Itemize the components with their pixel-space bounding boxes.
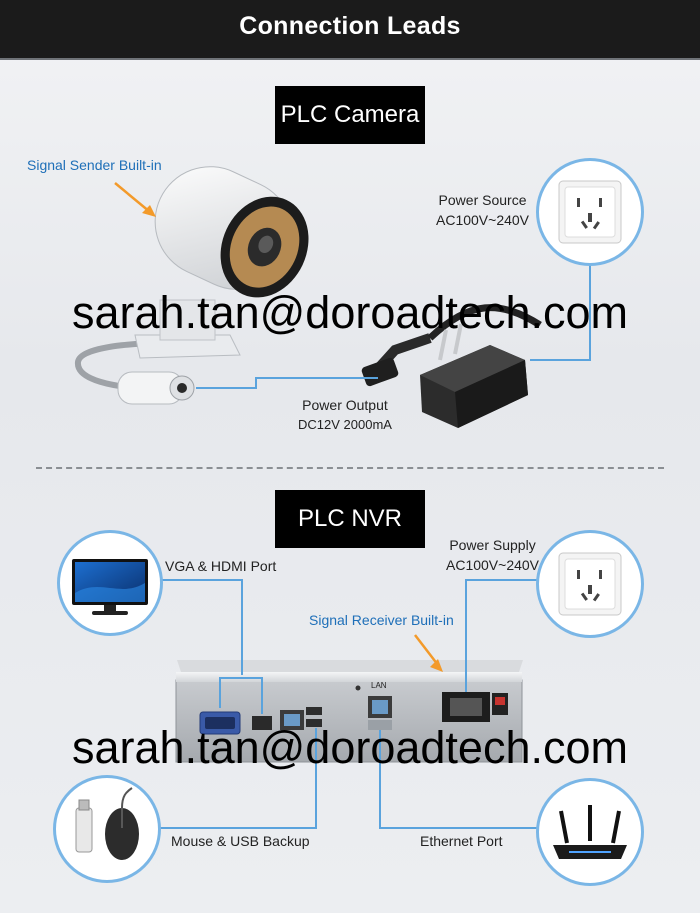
camera-connector-icon (117, 371, 195, 405)
nvr-power-outlet-icon (558, 552, 622, 616)
vga-hdmi-caption: VGA & HDMI Port (165, 558, 277, 574)
nvr-power-outlet-circle (536, 530, 644, 638)
power-output-caption: Power Output DC12V 2000mA (298, 395, 392, 435)
monitor-circle (57, 530, 163, 636)
mouse-usb-circle (53, 775, 161, 883)
power-supply-caption: Power Supply AC100V~240V (446, 535, 539, 575)
watermark-top: sarah.tan@doroadtech.com (72, 287, 628, 338)
vga-hdmi-branch-line (219, 677, 263, 714)
power-supply-voltage: AC100V~240V (446, 557, 540, 573)
ethernet-caption: Ethernet Port (420, 833, 503, 849)
power-source-caption: Power Source AC100V~240V (436, 190, 529, 230)
camera-output-line (196, 377, 378, 389)
power-output-rating: DC12V 2000mA (298, 417, 392, 432)
page-title: Connection Leads (239, 12, 461, 40)
camera-icon (154, 166, 309, 298)
power-output-title: Power Output (302, 397, 388, 413)
ethernet-line (379, 730, 540, 829)
router-circle (536, 778, 644, 886)
plc-nvr-label: PLC NVR (275, 490, 425, 548)
signal-sender-caption: Signal Sender Built-in (27, 157, 162, 173)
mouse-usb-caption: Mouse & USB Backup (171, 833, 310, 849)
lan-port-label: LAN (371, 681, 387, 690)
power-source-title: Power Source (438, 192, 527, 208)
usb-line (160, 728, 317, 829)
watermark-bottom: sarah.tan@doroadtech.com (72, 722, 628, 773)
camera-mount-icon (134, 299, 241, 359)
power-source-voltage: AC100V~240V (436, 212, 530, 228)
signal-sender-arrow-icon (114, 182, 151, 213)
power-supply-line (465, 579, 540, 692)
section-divider (36, 467, 664, 469)
vga-hdmi-line (160, 579, 243, 675)
camera-power-line (530, 252, 591, 361)
power-supply-title: Power Supply (449, 537, 536, 553)
monitor-icon (72, 559, 148, 615)
usb-drive-icon (75, 799, 93, 853)
signal-receiver-arrow-icon (414, 634, 439, 666)
power-adapter-icon (361, 304, 542, 428)
mouse-icon (105, 787, 139, 860)
router-icon (553, 805, 627, 859)
power-outlet-circle (536, 158, 644, 266)
header-bar: Connection Leads (0, 0, 700, 60)
signal-receiver-caption: Signal Receiver Built-in (309, 612, 454, 628)
plc-camera-label: PLC Camera (275, 86, 425, 144)
power-outlet-icon (558, 180, 622, 244)
